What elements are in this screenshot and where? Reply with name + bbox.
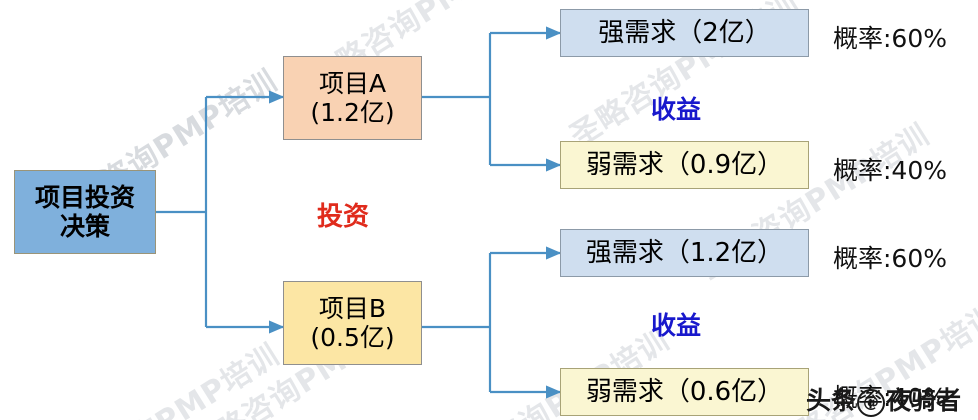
outcome-b-strong-label: 强需求（1.2亿） <box>585 237 784 268</box>
node-project-b[interactable]: 项目B (0.5亿) <box>283 281 422 365</box>
source-watermark-suffix: 夜骑者 <box>886 386 962 415</box>
node-project-a[interactable]: 项目A (1.2亿) <box>283 56 422 140</box>
probability-a-strong: 概率:60% <box>833 24 947 53</box>
source-watermark-prefix: 头条 <box>806 386 857 415</box>
node-root-decision[interactable]: 项目投资 决策 <box>14 170 156 254</box>
probability-b-weak: 概率:40% <box>833 383 947 412</box>
label-payoff-bottom: 收益 <box>651 311 702 340</box>
node-outcome-a-strong[interactable]: 强需求（2亿） <box>560 9 809 57</box>
project-b-name: 项目B <box>318 293 387 323</box>
node-outcome-b-strong[interactable]: 强需求（1.2亿） <box>560 229 809 277</box>
label-invest: 投资 <box>317 202 370 232</box>
project-b-cost: (0.5亿) <box>310 323 395 352</box>
probability-a-weak: 概率:40% <box>833 156 947 185</box>
source-watermark: 头条@夜骑者 <box>806 381 961 417</box>
label-payoff-top: 收益 <box>651 95 702 124</box>
node-outcome-b-weak[interactable]: 弱需求（0.6亿） <box>560 368 809 416</box>
source-watermark-badge: @ <box>857 389 886 417</box>
outcome-a-weak-label: 弱需求（0.9亿） <box>585 149 784 180</box>
outcome-b-weak-label: 弱需求（0.6亿） <box>585 376 784 407</box>
outcome-a-strong-label: 强需求（2亿） <box>598 17 771 48</box>
root-label-line2: 决策 <box>59 212 110 241</box>
probability-b-strong: 概率:60% <box>833 244 947 273</box>
project-a-cost: (1.2亿) <box>310 98 395 127</box>
project-a-name: 项目A <box>318 68 387 98</box>
root-label-line1: 项目投资 <box>34 182 135 212</box>
node-outcome-a-weak[interactable]: 弱需求（0.9亿） <box>560 141 809 189</box>
